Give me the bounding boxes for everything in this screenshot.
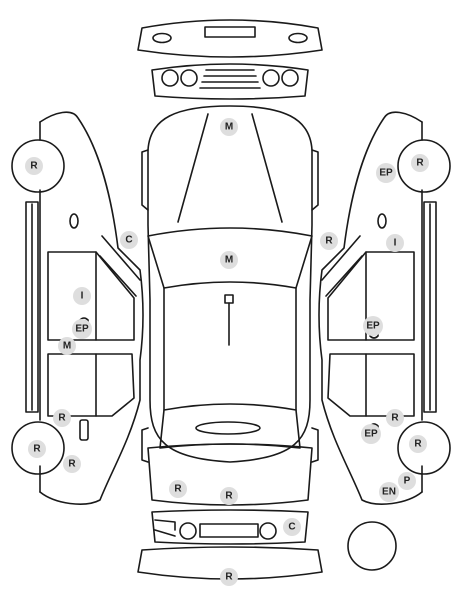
badge-label: EP bbox=[75, 324, 89, 335]
badge-hood-m[interactable]: M bbox=[220, 118, 238, 136]
badge-label: C bbox=[288, 522, 295, 533]
badge-left-rear-r2[interactable]: R bbox=[63, 455, 81, 473]
badge-left-door-ep[interactable]: EP bbox=[72, 319, 92, 339]
badge-left-rear-wheel-r[interactable]: R bbox=[28, 440, 46, 458]
badge-roof-m[interactable]: M bbox=[220, 251, 238, 269]
badge-label: R bbox=[58, 413, 66, 424]
badge-right-rear-wheel-r[interactable]: R bbox=[409, 435, 427, 453]
badge-label: EP bbox=[366, 321, 380, 332]
badge-label: P bbox=[404, 476, 411, 487]
badge-rear-bumper-c[interactable]: C bbox=[283, 518, 301, 536]
badge-label: R bbox=[225, 491, 233, 502]
badge-right-rear-p[interactable]: P bbox=[398, 472, 416, 490]
front-fascia[interactable] bbox=[151, 63, 309, 100]
badge-label: R bbox=[30, 161, 38, 172]
badge-right-door-ep[interactable]: EP bbox=[363, 316, 383, 336]
front-bumper[interactable] bbox=[137, 19, 323, 58]
badge-label: EN bbox=[382, 487, 396, 498]
right-side-body[interactable] bbox=[318, 111, 451, 505]
badge-label: R bbox=[174, 484, 182, 495]
badge-label: R bbox=[414, 439, 422, 450]
car-body-top[interactable] bbox=[141, 105, 319, 506]
rear-bumper[interactable] bbox=[137, 546, 323, 580]
badge-label: R bbox=[33, 444, 41, 455]
badge-label: R bbox=[391, 413, 399, 424]
badge-label: M bbox=[225, 255, 233, 266]
badge-right-door-i[interactable]: I bbox=[386, 234, 404, 252]
badge-label: C bbox=[125, 235, 132, 246]
badge-label: EP bbox=[364, 429, 378, 440]
badge-label: R bbox=[225, 572, 233, 583]
badge-right-mirror-r[interactable]: R bbox=[320, 232, 338, 250]
left-side-body[interactable] bbox=[11, 111, 144, 505]
rear-fascia[interactable] bbox=[151, 509, 309, 545]
badge-right-rear-r[interactable]: R bbox=[386, 409, 404, 427]
damage-badges: M M C R R I EP M R R R R EP I EP R EP R … bbox=[25, 118, 429, 586]
badge-left-mirror-c[interactable]: C bbox=[120, 231, 138, 249]
badge-right-front-ep[interactable]: EP bbox=[376, 163, 396, 183]
badge-label: R bbox=[325, 236, 333, 247]
badge-left-door-i[interactable]: I bbox=[73, 287, 91, 305]
badge-right-front-wheel-r[interactable]: R bbox=[411, 154, 429, 172]
badge-left-rear-r1[interactable]: R bbox=[53, 409, 71, 427]
badge-trunk-r1[interactable]: R bbox=[169, 480, 187, 498]
badge-left-sill-m[interactable]: M bbox=[58, 337, 76, 355]
badge-label: M bbox=[225, 122, 233, 133]
badge-label: R bbox=[416, 158, 424, 169]
badge-label: R bbox=[68, 459, 76, 470]
badge-right-rear-ep[interactable]: EP bbox=[361, 424, 381, 444]
badge-left-front-wheel-r[interactable]: R bbox=[25, 157, 43, 175]
badge-rear-bumper-r[interactable]: R bbox=[220, 568, 238, 586]
badge-right-rear-en[interactable]: EN bbox=[379, 482, 399, 502]
badge-label: EP bbox=[379, 168, 393, 179]
badge-label: I bbox=[81, 291, 84, 302]
spare-tire[interactable] bbox=[347, 521, 397, 571]
badge-trunk-r2[interactable]: R bbox=[220, 487, 238, 505]
badge-label: I bbox=[394, 238, 397, 249]
badge-label: M bbox=[63, 341, 71, 352]
